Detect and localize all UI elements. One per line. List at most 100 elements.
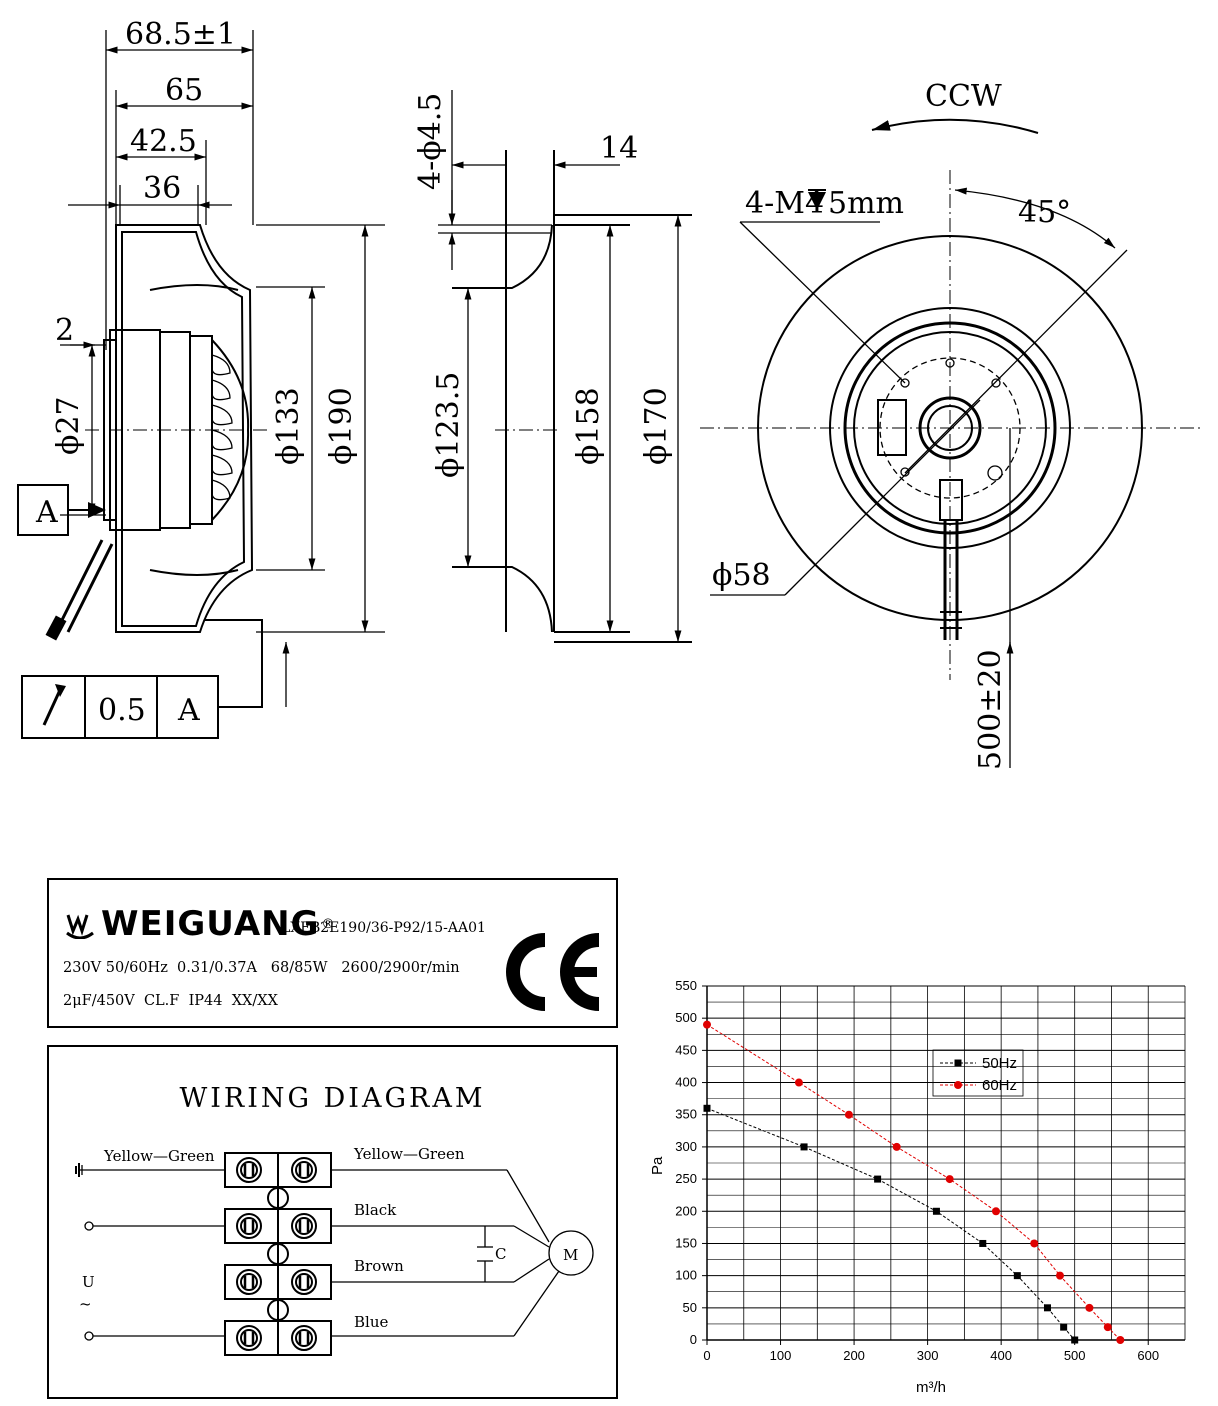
data-point-50Hz [979, 1239, 987, 1247]
datum-a-label: A [35, 495, 58, 530]
dim-dia-170: ϕ170 [639, 387, 674, 465]
data-point-60Hz [1085, 1303, 1094, 1312]
supply-u: U [82, 1273, 95, 1291]
data-point-50Hz [874, 1175, 882, 1183]
legend-label-50Hz: 50Hz [982, 1055, 1017, 1072]
capacitor-label: C [495, 1245, 506, 1263]
depth-label: 5mm [828, 186, 904, 221]
y-tick-label: 100 [675, 1268, 697, 1283]
legend-label-60Hz: 60Hz [982, 1077, 1017, 1094]
y-tick-label: 200 [675, 1203, 697, 1218]
x-tick-label: 300 [917, 1348, 939, 1363]
series-line-60Hz [706, 1024, 1121, 1341]
data-point-50Hz [1060, 1323, 1068, 1331]
y-tick-label: 300 [675, 1139, 697, 1154]
y-tick-label: 150 [675, 1235, 697, 1250]
ce-mark-icon [506, 933, 600, 1011]
x-tick-label: 500 [1064, 1348, 1086, 1363]
model-number: LXFB2E190/36-P92/15-AA01 [281, 920, 486, 936]
data-point-50Hz [932, 1207, 940, 1215]
supply-ac-icon: ~ [79, 1295, 92, 1313]
cable-length-label: 500±20 [973, 649, 1008, 770]
brand-name: WEIGUANG [101, 904, 320, 944]
dim-overall-width: 68.5±1 [125, 17, 236, 52]
spec-line-1: 230V 50/60Hz 0.31/0.37A 68/85W 2600/2900… [63, 960, 460, 976]
rotation-label: CCW [925, 79, 1002, 114]
dim-14: 14 [600, 131, 638, 166]
right-label-yellow-green: Yellow—Green [353, 1145, 465, 1163]
hub-dia-label: ϕ58 [712, 558, 771, 593]
dim-holes: 4-ϕ4.5 [413, 93, 448, 190]
data-point-60Hz [992, 1207, 1001, 1216]
front-view: 14 4-ϕ4.5 ϕ123.5 ϕ158 ϕ170 [413, 90, 692, 643]
dim-36: 36 [143, 171, 181, 206]
x-tick-label: 600 [1137, 1348, 1159, 1363]
ground-icon [75, 1163, 80, 1177]
registered-mark: ® [321, 916, 336, 932]
thread-label: 4-M4 [745, 186, 824, 221]
x-tick-label: 100 [770, 1348, 792, 1363]
data-point-60Hz [1116, 1336, 1125, 1344]
data-point-50Hz [1013, 1272, 1021, 1280]
y-tick-label: 450 [675, 1042, 697, 1057]
chart-legend: 50Hz 60Hz [932, 1049, 1024, 1097]
wiring-diagram: WIRING DIAGRAM [47, 1045, 618, 1399]
chart-series [703, 1020, 1125, 1344]
data-point-50Hz [1043, 1304, 1051, 1312]
x-tick-label: 200 [843, 1348, 865, 1363]
legend-box [932, 1049, 1024, 1097]
data-point-50Hz [800, 1143, 808, 1151]
rotation-arrow-icon [871, 118, 1039, 134]
dim-65: 65 [165, 73, 203, 108]
right-label-black: Black [354, 1201, 397, 1219]
series-line-50Hz [706, 1107, 1076, 1341]
x-tick-label: 0 [703, 1348, 710, 1363]
right-label-blue: Blue [354, 1313, 388, 1331]
data-point-60Hz [945, 1175, 954, 1184]
data-point-50Hz [703, 1104, 711, 1112]
spec-line-2: 2μF/450V CL.F IP44 XX/XX [63, 993, 278, 1009]
y-axis-label: Pa [650, 1156, 666, 1175]
y-tick-label: 0 [690, 1332, 697, 1347]
data-point-60Hz [794, 1078, 803, 1087]
wiring-title: WIRING DIAGRAM [179, 1083, 486, 1114]
dim-42-5: 42.5 [130, 124, 197, 159]
data-point-50Hz [1071, 1336, 1079, 1344]
dim-2: 2 [55, 313, 74, 348]
x-tick-label: 400 [990, 1348, 1012, 1363]
data-point-60Hz [1030, 1239, 1039, 1248]
wiring-schematic: Yellow—Green U ~ Yellow—Green Black Brow… [75, 1145, 594, 1356]
terminal-screws [236, 1157, 317, 1351]
dim-dia-158: ϕ158 [571, 387, 606, 465]
y-tick-label: 550 [675, 978, 697, 993]
nameplate: WEIGUANG ® LXFB2E190/36-P92/15-AA01 230V… [47, 878, 618, 1028]
dim-inlet-dia: ϕ133 [271, 387, 306, 465]
side-view: 68.5±1 65 42.5 36 [17, 17, 385, 739]
dim-outer-dia: ϕ190 [324, 387, 359, 465]
data-point-60Hz [1103, 1323, 1112, 1332]
left-label-ground: Yellow—Green [103, 1147, 215, 1165]
data-point-60Hz [892, 1142, 901, 1151]
runout-value: 0.5 [98, 693, 146, 728]
data-point-60Hz [844, 1110, 853, 1119]
runout-datum: A [177, 693, 200, 728]
brand-logo: WEIGUANG ® [65, 904, 336, 944]
legend-marker-50Hz [954, 1059, 962, 1067]
depth-icon [808, 192, 826, 210]
brand-emblem-icon [66, 914, 94, 939]
technical-drawing: 68.5±1 65 42.5 36 [17, 17, 1200, 770]
right-label-brown: Brown [354, 1257, 404, 1275]
runout-arrow-icon [42, 689, 62, 726]
dim-hub-dia: ϕ27 [51, 396, 86, 455]
legend-marker-60Hz [954, 1081, 962, 1089]
dim-dia-123-5: ϕ123.5 [431, 372, 466, 478]
angle-label: 45° [1018, 195, 1071, 230]
chart-grid [706, 985, 1186, 1341]
y-tick-label: 500 [675, 1010, 697, 1025]
data-point-60Hz [1055, 1271, 1064, 1280]
end-view: CCW 4-M4 5mm 45° ϕ58 [700, 79, 1200, 770]
y-tick-label: 250 [675, 1171, 697, 1186]
y-tick-label: 400 [675, 1075, 697, 1090]
